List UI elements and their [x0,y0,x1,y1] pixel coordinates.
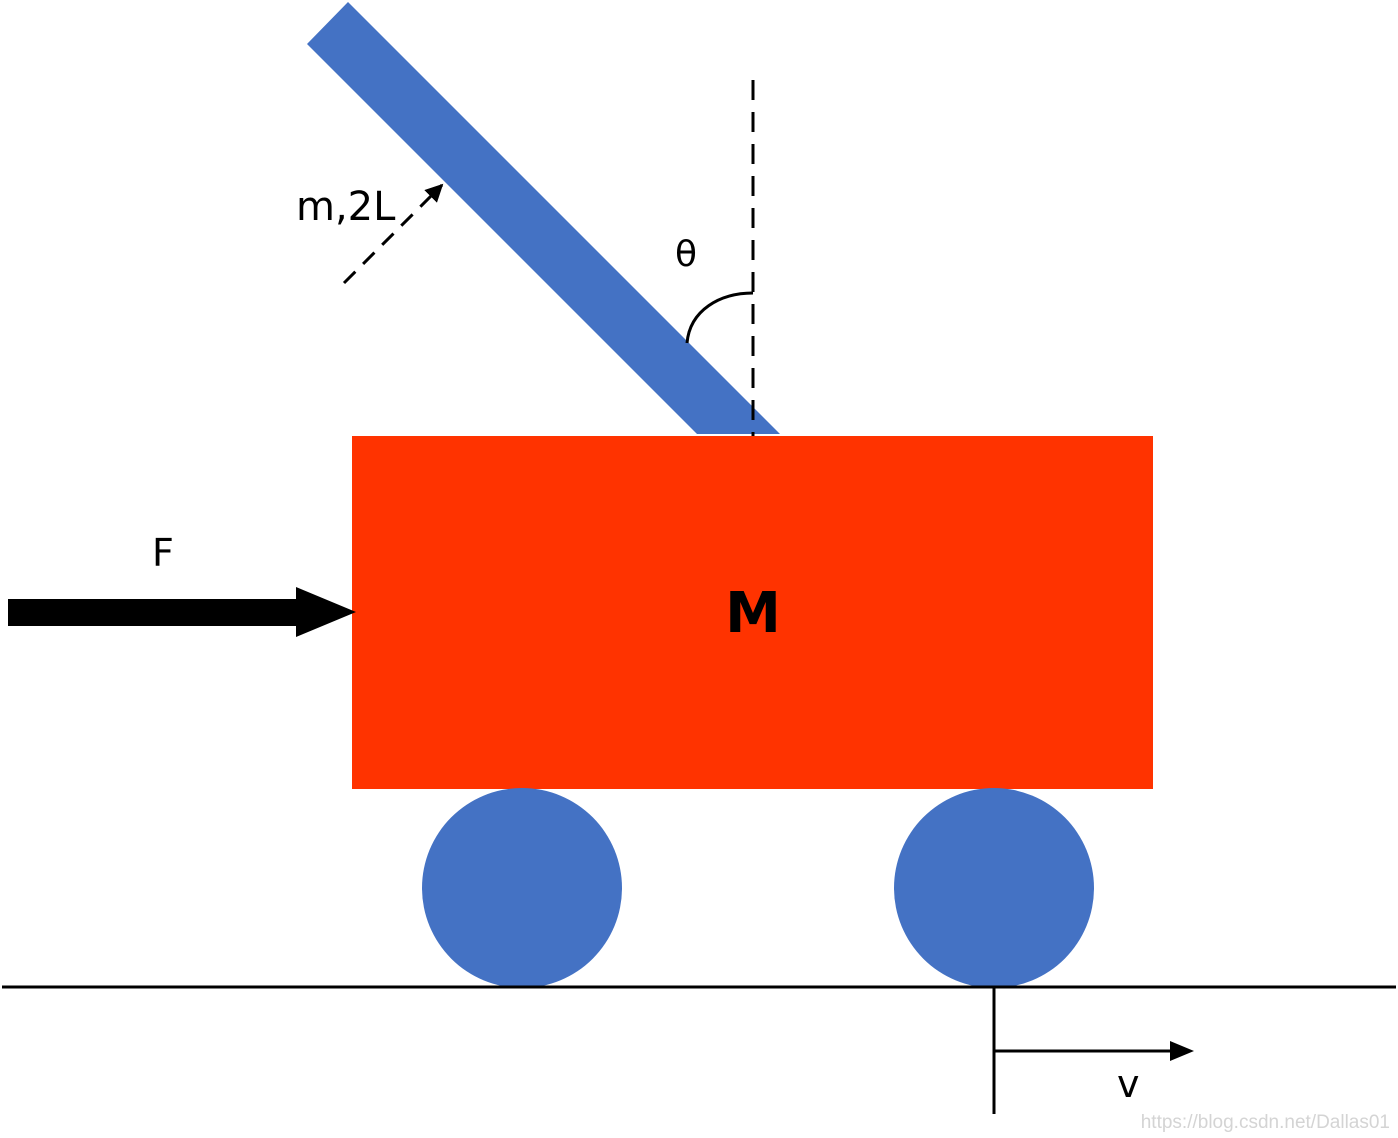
velocity-label: v [1117,1062,1140,1106]
pole-bar [307,2,780,434]
force-arrow-shaft [8,599,300,626]
angle-arc [685,291,754,344]
force-label: F [152,531,174,575]
cart-mass-label: M [725,581,781,646]
angle-label: θ [675,234,697,275]
cart-body [352,436,1153,789]
left-wheel [422,788,622,988]
watermark-text: https://blog.csdn.net/Dallas01 [1141,1112,1390,1133]
pole-pointer-arrow [342,183,444,285]
force-arrow-head [296,587,356,637]
pole-label: m,2L [296,184,396,230]
velocity-arrow-head [1170,1041,1194,1061]
right-wheel [894,788,1094,988]
